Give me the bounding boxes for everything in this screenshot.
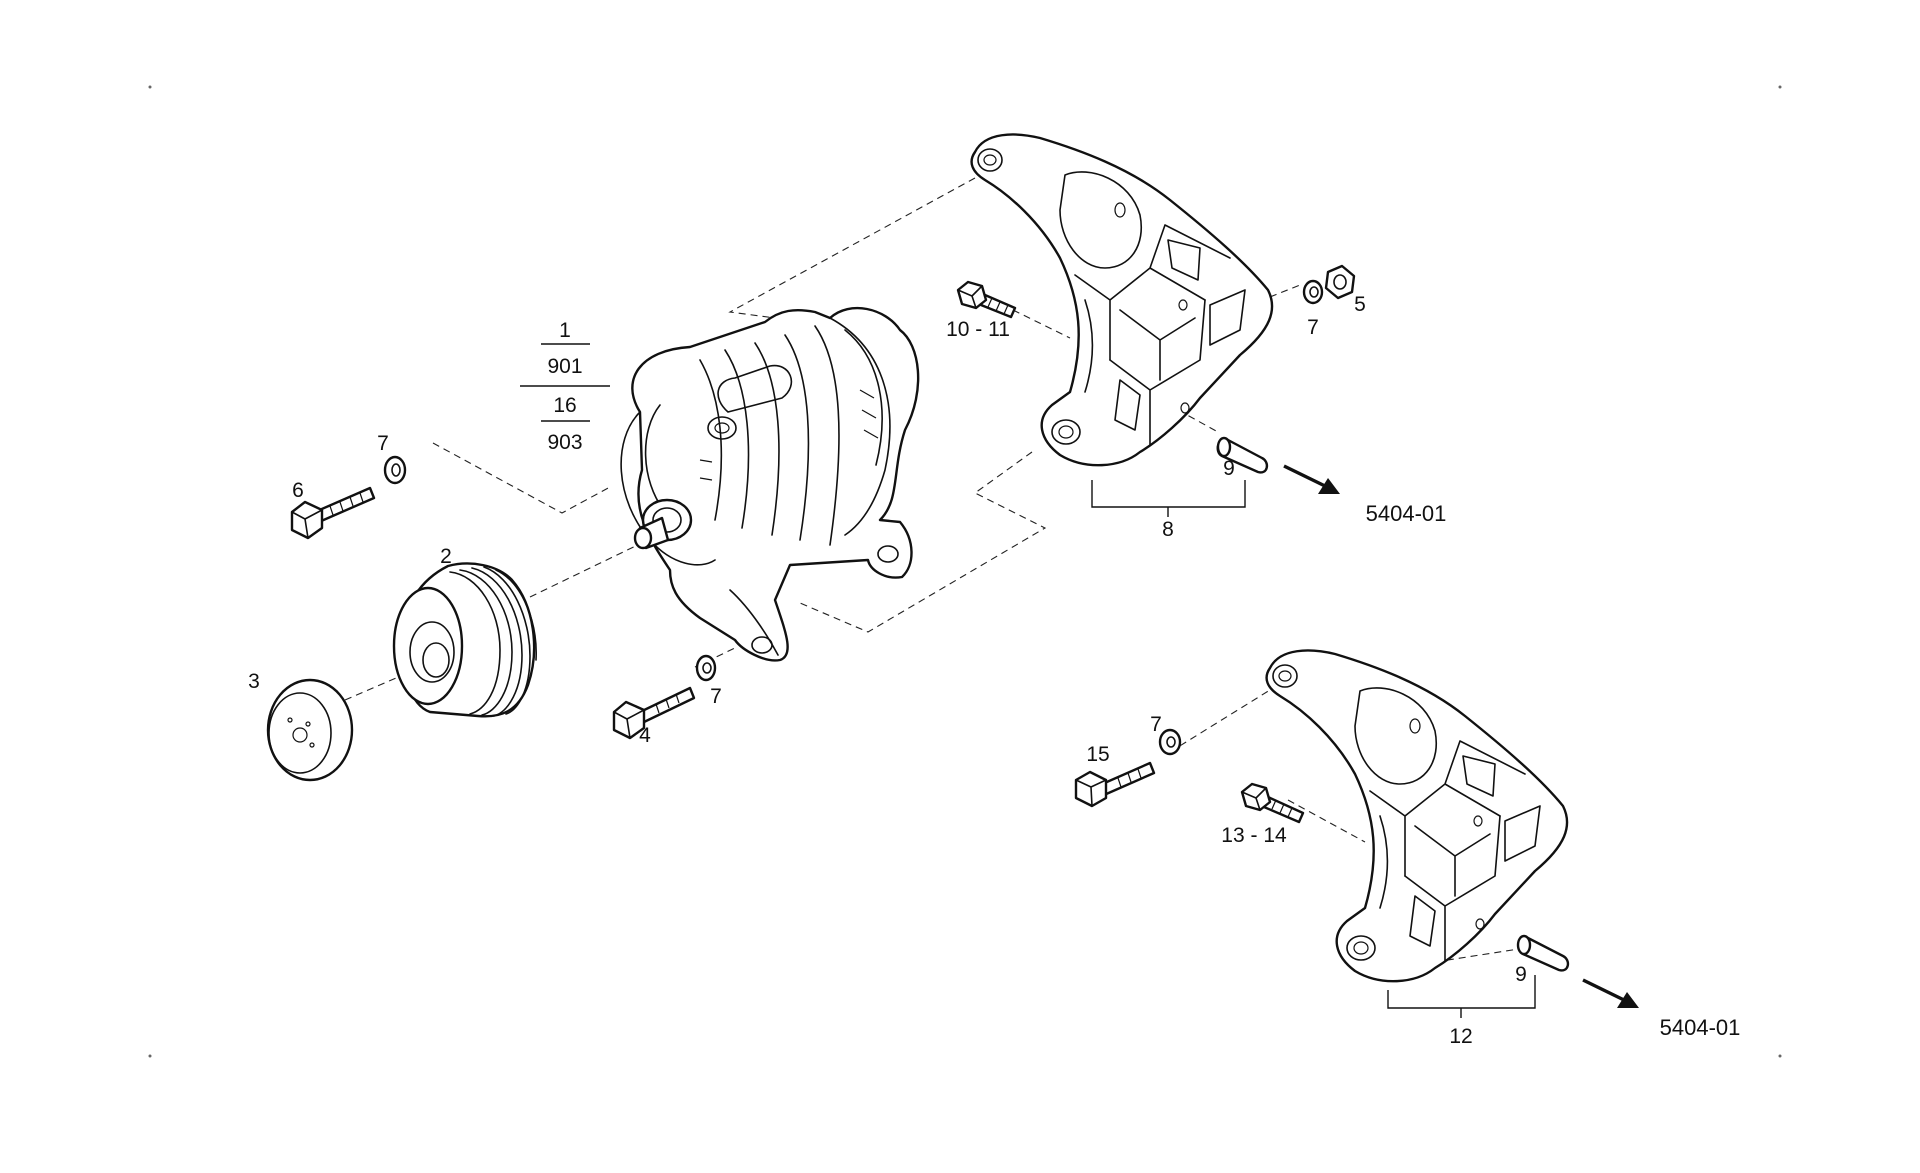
- nut-5: [1324, 264, 1356, 300]
- screw-6: [290, 486, 376, 540]
- label-screw-6: 6: [292, 479, 304, 502]
- label-bolt-13-14: 13 - 14: [1221, 824, 1287, 847]
- label-washer-7-c: 7: [1307, 316, 1319, 339]
- label-washer-7-b: 7: [710, 685, 722, 708]
- bracket-line-12: [1387, 975, 1536, 1018]
- label-fraction-1-bottom: 901: [547, 355, 582, 378]
- label-fraction-1-top: 1: [559, 319, 571, 342]
- label-nut-5: 5: [1354, 293, 1366, 316]
- bolt-13-14: [1240, 782, 1305, 824]
- bolt-15: [1074, 761, 1156, 808]
- mounting-bracket-8: [970, 133, 1274, 467]
- mounting-bracket-12: [1265, 649, 1569, 983]
- label-pulley-2: 2: [440, 545, 452, 568]
- washer-7-lower-right: [1158, 728, 1182, 756]
- label-bolt-15: 15: [1086, 743, 1109, 766]
- pulley-cap: [266, 678, 354, 782]
- arrow-upper: [1283, 464, 1340, 494]
- screw-4: [612, 686, 696, 740]
- washer-7-upper-right: [1302, 279, 1324, 305]
- bolt-10-11: [956, 280, 1017, 319]
- label-fraction-2-bottom: 903: [547, 431, 582, 454]
- bush-9-lower: [1516, 934, 1570, 972]
- label-bush-9-b: 9: [1515, 963, 1527, 986]
- freewheel-pulley: [392, 562, 537, 718]
- corner-marks: [148, 85, 1782, 1058]
- label-bracket-8: 8: [1162, 518, 1174, 541]
- bush-9-upper: [1216, 436, 1269, 474]
- alternator: [620, 306, 920, 662]
- label-screw-4: 4: [639, 724, 651, 747]
- assembly-leader-lines: [344, 177, 1526, 963]
- label-fraction-2-top: 16: [553, 394, 576, 417]
- label-washer-7-d: 7: [1150, 713, 1162, 736]
- bracket-line-8: [1091, 480, 1246, 517]
- label-bush-9-a: 9: [1223, 457, 1235, 480]
- arrow-lower: [1582, 978, 1639, 1008]
- label-cap-3: 3: [248, 670, 260, 693]
- label-bolt-10-11: 10 - 11: [946, 318, 1010, 341]
- label-washer-7-a: 7: [377, 432, 389, 455]
- washer-7-lower-left: [695, 654, 717, 682]
- ref-upper: 5404-01: [1366, 501, 1447, 526]
- ref-lower: 5404-01: [1660, 1015, 1741, 1040]
- washer-7-upper-left: [383, 455, 407, 485]
- label-bracket-12: 12: [1449, 1025, 1472, 1048]
